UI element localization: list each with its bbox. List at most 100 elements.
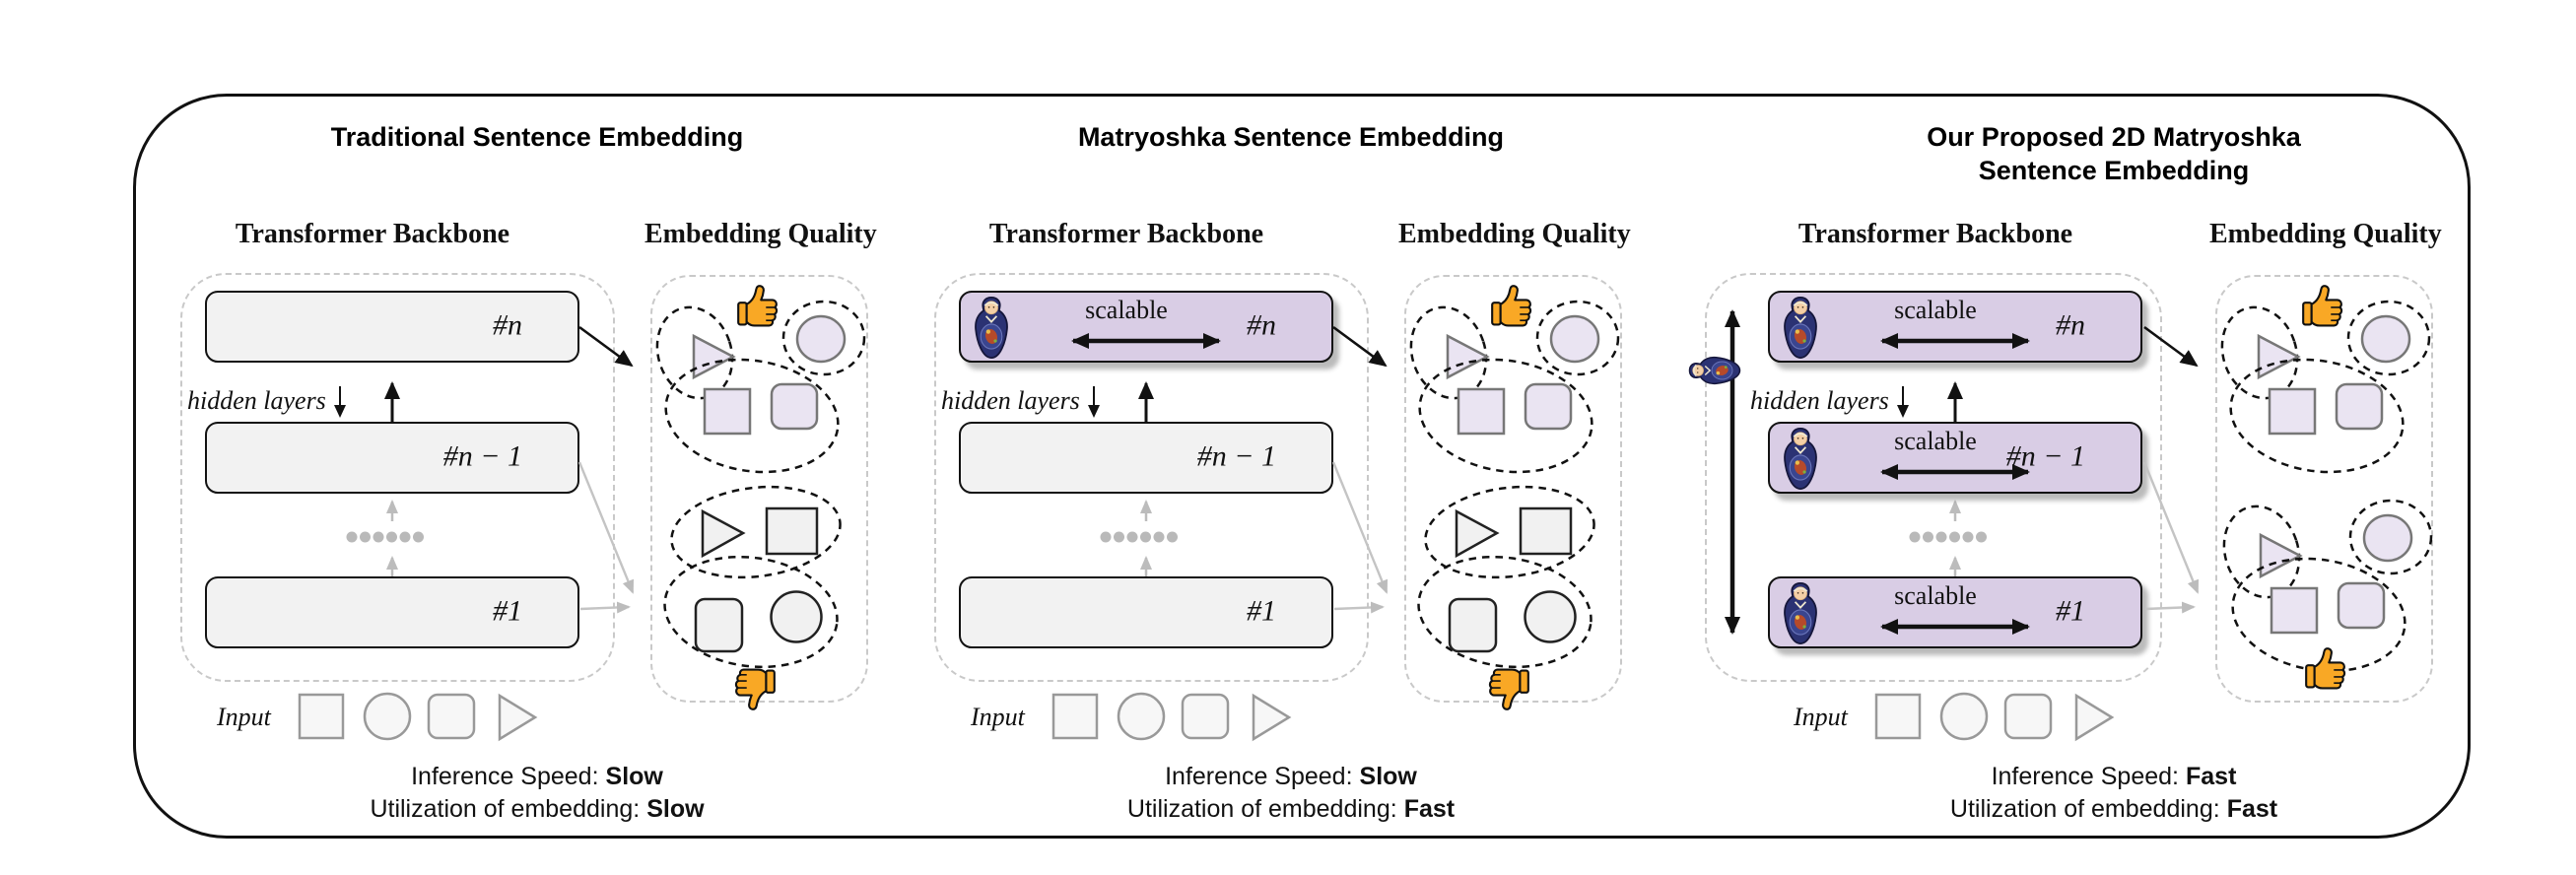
transformer-backbone-container	[180, 273, 615, 682]
thumbs-down-icon	[734, 668, 776, 710]
backbone-heading: Transformer Backbone	[988, 219, 1264, 249]
panel-title: Matryoshka Sentence Embedding	[912, 120, 1670, 154]
stat-utilization: Utilization of embedding:Fast	[1734, 793, 2493, 826]
layer-box-1: #1	[205, 576, 579, 648]
double-headed-horizontal-arrow-icon	[1880, 619, 2030, 635]
double-headed-horizontal-arrow-icon	[1880, 464, 2030, 480]
thumbs-down-icon	[1488, 668, 1529, 710]
layer-box-n-1: #n − 1	[205, 422, 579, 494]
rounded-square-shape	[694, 597, 744, 653]
scalable-label: scalable	[1894, 581, 1977, 610]
backbone-arrows	[1897, 381, 1987, 576]
layer-box-n-scalable: scalable #n	[1768, 291, 2142, 363]
scalable-label: scalable	[1894, 427, 1977, 455]
black-arrow	[578, 325, 634, 368]
panel-title-line1: Our Proposed 2D Matryoshka	[1927, 122, 2301, 152]
layer-label: #n − 1	[2005, 439, 2085, 473]
circle-shape	[770, 590, 823, 643]
embedding-quality-heading: Embedding Quality	[1398, 219, 1631, 249]
layer-label: #n − 1	[1196, 439, 1276, 473]
stat-value: Fast	[2226, 795, 2278, 823]
hidden-layers-label: hidden layers	[1750, 386, 1889, 415]
input-token-shapes	[1874, 692, 2115, 742]
thumbs-up-icon	[1491, 285, 1532, 327]
embedding-quality-heading: Embedding Quality	[644, 219, 877, 249]
stat-value: Slow	[646, 795, 705, 823]
embedding-quality-container	[2209, 275, 2433, 703]
layer-box-n-scalable: scalable #n	[959, 291, 1333, 363]
panel-traditional: Traditional Sentence Embedding Transform…	[158, 0, 916, 875]
stat-label: Inference Speed:	[1165, 763, 1353, 790]
panel-stats: Inference Speed:Slow Utilization of embe…	[158, 761, 916, 826]
rounded-square-shape	[1448, 597, 1498, 653]
embedding-cluster-poor	[1417, 485, 1595, 669]
input-square	[1874, 693, 1922, 740]
panel-title: Our Proposed 2D Matryoshka Sentence Embe…	[1734, 120, 2493, 187]
panel-stats: Inference Speed:Slow Utilization of embe…	[912, 761, 1670, 826]
circle-shape	[1524, 590, 1577, 643]
input-square	[298, 693, 345, 740]
stat-label: Utilization of embedding:	[370, 795, 641, 823]
stat-label: Utilization of embedding:	[1126, 795, 1397, 823]
embedding-quality-diagram	[1398, 285, 1620, 710]
layer-box-n-1-scalable: scalable #n − 1	[1768, 422, 2142, 494]
input-token-shapes	[1051, 692, 1292, 742]
input-triangle	[498, 693, 538, 742]
stat-utilization: Utilization of embedding:Slow	[158, 793, 916, 826]
embedding-cluster-poor	[663, 485, 842, 669]
hidden-layers-label: hidden layers	[187, 386, 326, 415]
input-triangle	[2074, 693, 2115, 742]
layer-label: #n	[2056, 308, 2085, 342]
thumbs-up-icon	[2302, 285, 2343, 327]
hidden-layers-label: hidden layers	[941, 386, 1080, 415]
double-headed-horizontal-arrow-icon	[1880, 333, 2030, 349]
black-arrow	[1332, 325, 1388, 368]
square-shape	[765, 506, 819, 556]
backbone-arrows	[1088, 381, 1178, 576]
ellipsis-dots	[346, 531, 424, 543]
stat-value: Slow	[605, 763, 663, 790]
backbone-heading: Transformer Backbone	[235, 219, 510, 249]
matryoshka-doll-sideways-icon	[1688, 356, 1741, 385]
input-square	[1051, 693, 1099, 740]
stat-label: Inference Speed:	[411, 763, 599, 790]
transformer-backbone-container	[934, 273, 1369, 682]
layer-label: #1	[493, 594, 522, 628]
layer-label: #n	[1247, 308, 1276, 342]
input-rounded-square	[1181, 693, 1230, 740]
input-triangle	[1252, 693, 1292, 742]
layer-to-quality-arrows	[1331, 325, 1389, 614]
stat-label: Inference Speed:	[1991, 763, 2179, 790]
input-rounded-square	[2003, 693, 2053, 740]
layer-box-1-scalable: scalable #1	[1768, 576, 2142, 648]
stat-label: Utilization of embedding:	[1949, 795, 2220, 823]
layer-to-quality-arrows	[577, 325, 635, 614]
input-label: Input	[971, 703, 1025, 731]
square-shape	[1519, 506, 1573, 556]
stat-value: Fast	[2186, 763, 2237, 790]
scalable-label: scalable	[1085, 296, 1168, 324]
panel-stats: Inference Speed: Fast Utilization of embe…	[1734, 761, 2493, 826]
layer-box-1: #1	[959, 576, 1333, 648]
embedding-quality-diagram	[644, 285, 866, 710]
layer-to-quality-arrows	[2142, 325, 2200, 614]
input-label: Input	[1794, 703, 1848, 731]
embedding-quality-heading: Embedding Quality	[2209, 219, 2442, 249]
gray-arrow	[1331, 461, 1389, 594]
layer-label: #n	[493, 308, 522, 342]
backbone-arrows	[334, 381, 424, 576]
layer-box-n-1: #n − 1	[959, 422, 1333, 494]
panel-title-line1: Traditional Sentence Embedding	[330, 122, 744, 152]
input-circle	[1117, 692, 1166, 741]
thumbs-up-icon	[2305, 647, 2346, 690]
layer-label: #1	[1247, 594, 1276, 628]
layer-label: #n − 1	[442, 439, 522, 473]
gray-arrow	[579, 601, 631, 614]
panel-title-line2: Sentence Embedding	[1978, 156, 2250, 185]
thumbs-up-icon	[737, 285, 779, 327]
triangle-shape	[1455, 508, 1500, 559]
scalable-label: scalable	[1894, 296, 1977, 324]
stat-inference-speed: Inference Speed:Slow	[158, 761, 916, 793]
embedding-quality-diagram	[2209, 285, 2433, 690]
